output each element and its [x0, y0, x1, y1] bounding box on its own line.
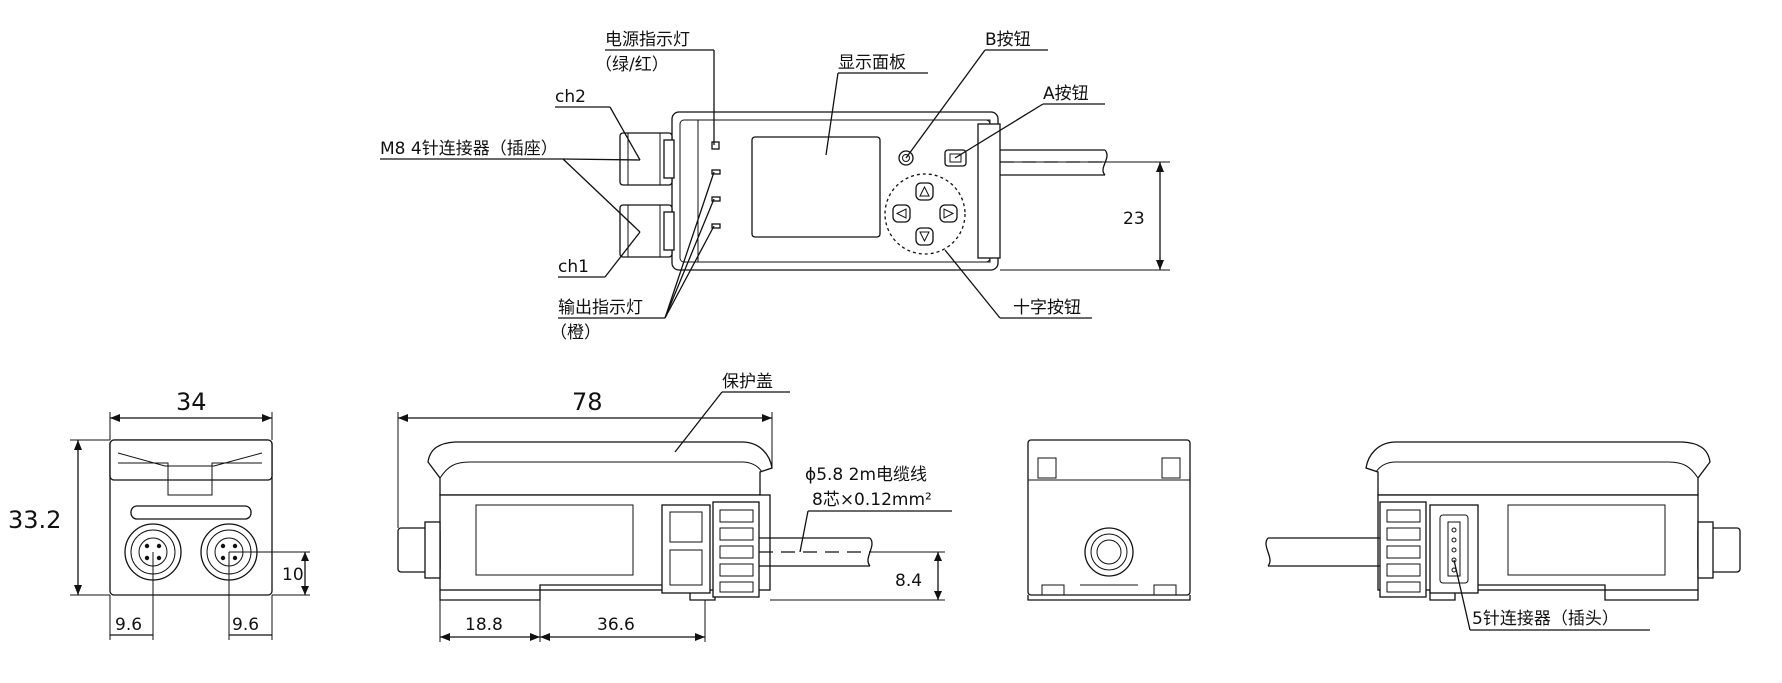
- side-connector: [397, 521, 441, 579]
- cross-button: [884, 173, 966, 255]
- label-cable-cores: 8芯×0.12mm²: [812, 490, 932, 510]
- dim-end-pitch-left: 9.6: [115, 615, 142, 635]
- label-ch1: ch1: [558, 257, 589, 277]
- dim-side-length: 78: [572, 388, 603, 416]
- dim-side-offset: 18.8: [465, 615, 503, 635]
- label-five-pin-connector: 5针连接器（插头）: [1472, 609, 1619, 629]
- dim-end-connector-height: 10: [282, 565, 304, 585]
- label-power-led-color: （绿/红）: [595, 55, 669, 75]
- label-output-led-color: （橙）: [550, 323, 601, 343]
- dim-side-cable-height: 8.4: [895, 571, 922, 591]
- label-a-button: A按钮: [1043, 84, 1089, 104]
- dim-end-width: 34: [176, 388, 207, 416]
- other-side-view: 5针连接器（插头）: [1265, 441, 1741, 631]
- power-led: [711, 141, 720, 150]
- dim-end-height: 33.2: [8, 506, 61, 534]
- five-pin-connector: [1429, 504, 1479, 594]
- label-cross-button: 十字按钮: [1013, 298, 1081, 318]
- label-cable: ϕ5.8 2m电缆线: [805, 465, 927, 485]
- output-led-2: [711, 196, 721, 202]
- dim-top-height: 23: [1123, 209, 1145, 229]
- label-output-led: 输出指示灯: [558, 298, 643, 318]
- label-power-led: 电源指示灯: [605, 30, 690, 50]
- side-view: 78 保护盖 ϕ5.8 2m电缆线 8芯×0.12mm² 8.4 18.8 36…: [397, 372, 952, 642]
- output-led-3: [711, 223, 721, 229]
- top-view: 电源指示灯 （绿/红） 显示面板 B按钮 A按钮 ch2 M8 4针连接器（插座…: [380, 30, 1170, 343]
- label-m8-connector: M8 4针连接器（插座）: [380, 139, 558, 159]
- ch1-connector: [619, 204, 675, 258]
- dim-side-pitch: 36.6: [597, 615, 635, 635]
- rear-end-view: [1027, 439, 1191, 601]
- label-display-panel: 显示面板: [838, 53, 906, 73]
- display-panel: [751, 136, 881, 238]
- label-ch2: ch2: [555, 87, 586, 107]
- dim-end-pitch-right: 9.6: [232, 615, 259, 635]
- label-b-button: B按钮: [985, 30, 1031, 50]
- ch2-connector: [619, 132, 675, 186]
- label-protective-cover: 保护盖: [722, 372, 773, 392]
- end-view: 34 33.2 9.6 9.6 10: [8, 388, 310, 640]
- output-led-1: [711, 169, 721, 175]
